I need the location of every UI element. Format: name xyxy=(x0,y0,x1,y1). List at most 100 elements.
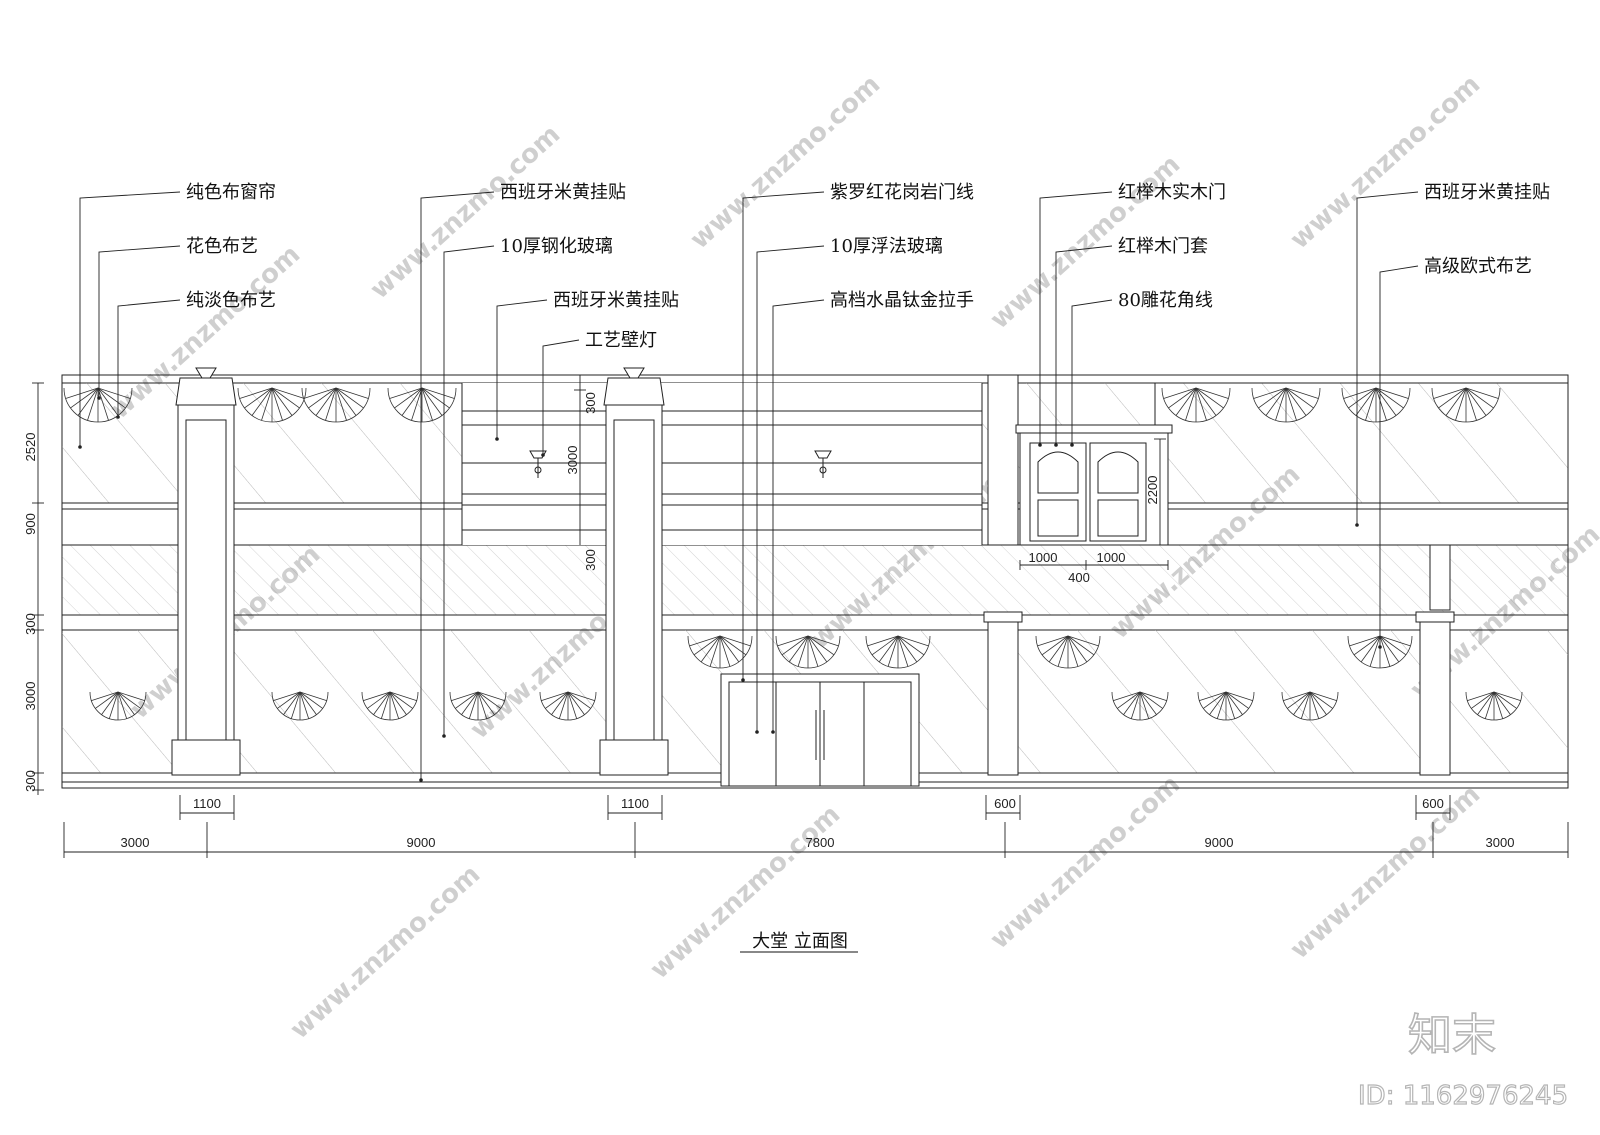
dim-mid-300a: 300 xyxy=(583,392,598,414)
callout-c13: 80雕花角线 xyxy=(1118,290,1213,311)
wall-lamp-left xyxy=(529,450,547,478)
glass-entrance-door xyxy=(720,673,920,787)
dim-door-gap: 400 xyxy=(1068,570,1090,585)
site-watermark-10: www.znzmo.com xyxy=(285,859,487,1045)
leader-dot-c15 xyxy=(1378,645,1382,649)
leader-c9 xyxy=(756,245,825,732)
dim-column-1: 1100 xyxy=(193,796,221,811)
leader-c13 xyxy=(1071,299,1113,445)
callout-leaders xyxy=(78,191,1419,782)
callout-c2: 花色布艺 xyxy=(186,236,258,257)
pilaster-right-a xyxy=(983,374,1023,776)
swag-lower-6 xyxy=(1197,691,1255,721)
dim-door-height: 2200 xyxy=(1145,476,1160,505)
site-watermark-4: www.znzmo.com xyxy=(1285,69,1487,255)
swag-lower-7 xyxy=(1281,691,1339,721)
swag-lower-8 xyxy=(1465,691,1523,721)
pilaster-right-b xyxy=(1415,544,1455,776)
leader-c4 xyxy=(420,191,495,780)
swag-top-5 xyxy=(1251,387,1321,423)
dim-bottom-2: 9000 xyxy=(407,835,436,850)
site-watermark-13: www.znzmo.com xyxy=(1285,779,1487,965)
leader-dot-c5 xyxy=(442,734,446,738)
swag-top-0 xyxy=(63,387,133,423)
swag-lower-4 xyxy=(539,691,597,721)
drawing-title: 大堂 立面图 xyxy=(752,931,848,952)
dim-left-3000: 3000 xyxy=(23,682,38,711)
leader-dot-c11 xyxy=(1038,443,1042,447)
callout-labels: 纯色布窗帘花色布艺纯淡色布艺西班牙米黄挂贴10厚钢化玻璃西班牙米黄挂贴工艺壁灯紫… xyxy=(186,182,1550,351)
dimension-texts: 2520 900 300 3000 300 300 3000 300 2200 … xyxy=(23,392,1514,850)
callout-c8: 紫罗红花岗岩门线 xyxy=(830,182,974,203)
dim-mid-3000: 3000 xyxy=(565,446,580,475)
callout-c10: 高档水晶钛金拉手 xyxy=(830,290,974,311)
callout-c6: 西班牙米黄挂贴 xyxy=(553,290,679,311)
leader-c14 xyxy=(1356,191,1419,525)
dim-column-2: 1100 xyxy=(621,796,649,811)
id-label: ID: 1162976245 xyxy=(1358,1081,1568,1111)
site-watermark-1: www.znzmo.com xyxy=(365,119,567,305)
callout-c9: 10厚浮法玻璃 xyxy=(830,236,943,257)
dim-column-3: 600 xyxy=(994,796,1016,811)
dim-column-4: 600 xyxy=(1422,796,1444,811)
drawing-title-block: 大堂 立面图 xyxy=(740,931,858,953)
leader-c3 xyxy=(117,299,181,417)
callout-c1: 纯色布窗帘 xyxy=(186,182,276,203)
leader-c8 xyxy=(742,191,825,680)
dim-mid-300b: 300 xyxy=(583,549,598,571)
leader-dot-c1 xyxy=(78,445,82,449)
callout-c5: 10厚钢化玻璃 xyxy=(500,236,613,257)
column-center xyxy=(599,367,669,776)
fabric-swags-top xyxy=(63,387,1501,423)
callout-c12: 红榉木门套 xyxy=(1118,236,1208,257)
swag-top-3 xyxy=(387,387,457,423)
swag-top-1 xyxy=(237,387,307,423)
leader-c15 xyxy=(1379,265,1419,647)
swag-top-2 xyxy=(301,387,371,423)
swag-lower-2 xyxy=(361,691,419,721)
callout-c11: 红榉木实木门 xyxy=(1118,182,1226,203)
callout-c14: 西班牙米黄挂贴 xyxy=(1424,182,1550,203)
wooden-door xyxy=(1015,424,1173,546)
swag-lower-0 xyxy=(89,691,147,721)
swag-bottom-0 xyxy=(687,635,753,669)
callout-c15: 高级欧式布艺 xyxy=(1424,256,1532,277)
dim-left-2520: 2520 xyxy=(23,433,38,462)
callout-c3: 纯淡色布艺 xyxy=(186,290,276,311)
swag-top-6 xyxy=(1341,387,1411,423)
column-left xyxy=(171,367,241,776)
dim-door-width-left: 1000 xyxy=(1029,550,1058,565)
swag-lower-1 xyxy=(271,691,329,721)
leader-c11 xyxy=(1039,191,1113,445)
site-watermark-2: www.znzmo.com xyxy=(685,69,887,255)
swag-bottom-3 xyxy=(1035,635,1101,669)
leader-c2 xyxy=(98,245,181,398)
swag-bottom-1 xyxy=(775,635,841,669)
wall-elevation xyxy=(61,374,1569,789)
leader-dot-c8 xyxy=(741,678,745,682)
leader-dot-c9 xyxy=(755,730,759,734)
brand-logo-text: 知末 xyxy=(1408,1010,1496,1061)
leader-dot-c7 xyxy=(541,453,545,457)
swag-bottom-4 xyxy=(1347,635,1413,669)
dim-left-900: 900 xyxy=(23,513,38,535)
dim-bottom-5: 3000 xyxy=(1486,835,1515,850)
dimension-lines xyxy=(32,375,1569,858)
fabric-swags-bottom xyxy=(89,635,1523,721)
leader-c10 xyxy=(772,299,825,732)
leader-c12 xyxy=(1055,245,1113,445)
swag-top-7 xyxy=(1431,387,1501,423)
callout-c7: 工艺壁灯 xyxy=(585,330,657,351)
swag-lower-5 xyxy=(1111,691,1169,721)
wall-lamp-right xyxy=(814,450,832,478)
leader-dot-c3 xyxy=(116,415,120,419)
swag-bottom-2 xyxy=(865,635,931,669)
leader-c7 xyxy=(542,339,580,455)
leader-c6 xyxy=(496,299,548,439)
leader-dot-c2 xyxy=(97,396,101,400)
dim-bottom-1: 3000 xyxy=(121,835,150,850)
callout-c4: 西班牙米黄挂贴 xyxy=(500,182,626,203)
dim-bottom-3: 7800 xyxy=(806,835,835,850)
